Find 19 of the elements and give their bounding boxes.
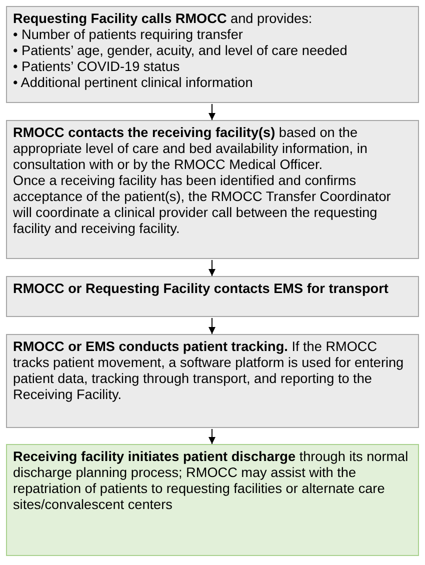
process-box — [6, 444, 419, 556]
arrow — [208, 260, 216, 276]
body-text: RMOCC contacts the receiving facility(s) based on the appropriate level of care and bed availability information, in consultation with or by the RMOCC Medical Officer. — [13, 125, 368, 173]
process-box — [6, 334, 419, 428]
process-box — [6, 120, 419, 259]
bullet-item: • Number of patients requiring transfer — [13, 27, 244, 43]
heading-text: Requesting Facility calls RMOCC and provides: — [13, 11, 314, 27]
process-box — [6, 6, 419, 103]
bullet-item: • Patients’ age, gender, acuity, and level of care needed — [13, 43, 348, 59]
arrow — [208, 318, 216, 334]
arrow — [208, 428, 216, 444]
body-text: Receiving facility initiates patient discharge through its normal discharge planning process; RMOCC may assist with the repatriation of patients to requesting facilities or alternate care sites/convalescent centers — [13, 449, 410, 513]
body-text: Once a receiving facility has been identified and confirms acceptance of the patient(s), the RMOCC Transfer Coordinator will coordinate a clinical provider call between the requesting facility and receiving facility. — [13, 173, 392, 237]
bullet-item: • Additional pertinent clinical information — [13, 75, 254, 91]
process-box — [6, 276, 419, 317]
body-text: RMOCC or EMS conducts patient tracking. If the RMOCC tracks patient movement, a software platform is used for entering patient data, tracking through transport, and reporting to the Receiving Facility. — [13, 339, 405, 403]
body-text: RMOCC or Requesting Facility contacts EMS for transport — [13, 281, 390, 297]
bullet-item: • Patients’ COVID-19 status — [13, 59, 181, 75]
arrow — [208, 104, 216, 120]
